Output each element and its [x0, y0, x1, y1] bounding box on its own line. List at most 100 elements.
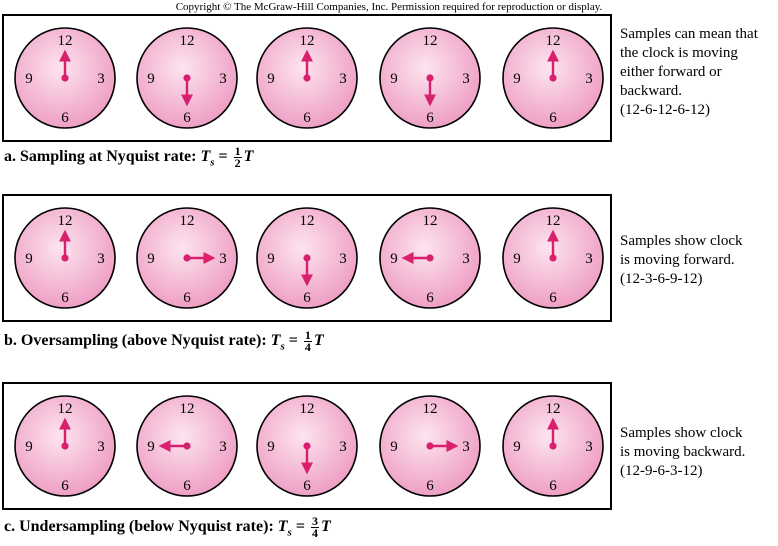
clock-pivot	[549, 74, 557, 82]
ts-symbol: T	[270, 332, 281, 350]
clock-number-right: 3	[462, 251, 470, 267]
note-line: the clock is moving	[620, 45, 738, 61]
clock-number-right: 3	[339, 439, 347, 455]
clock-number-left: 9	[25, 439, 33, 455]
clock-number-top: 12	[180, 33, 195, 49]
clock-number-right: 3	[585, 439, 593, 455]
clock-pivot	[183, 442, 191, 450]
note-line: (12-3-6-9-12)	[620, 271, 703, 287]
clock-pivot	[183, 74, 191, 82]
clock-number-right: 3	[97, 439, 105, 455]
clock-number-top: 12	[58, 401, 73, 417]
note-line: Samples show clock	[620, 233, 743, 249]
clock-number-right: 3	[219, 251, 227, 267]
fraction-denominator: 4	[311, 526, 318, 540]
clock-number-left: 9	[147, 251, 155, 267]
clock-number-bottom: 6	[426, 478, 434, 494]
clock-number-bottom: 6	[61, 110, 69, 126]
clock-number-bottom: 6	[549, 110, 557, 126]
clock-pivot	[426, 74, 434, 82]
clock-number-left: 9	[25, 251, 33, 267]
period-symbol: T	[313, 332, 324, 350]
clock-number-bottom: 6	[549, 478, 557, 494]
copyright-notice: Copyright © The McGraw-Hill Companies, I…	[175, 1, 603, 13]
clock-number-right: 3	[585, 71, 593, 87]
clock-number-bottom: 6	[549, 290, 557, 306]
clock-number-right: 3	[97, 251, 105, 267]
note-line: is moving forward.	[620, 252, 735, 268]
clock-number-left: 9	[147, 71, 155, 87]
clock-number-left: 9	[390, 251, 398, 267]
caption-text: b. Oversampling (above Nyquist rate):	[4, 332, 271, 350]
clock-number-top: 12	[300, 33, 315, 49]
clock-number-right: 3	[462, 71, 470, 87]
ts-symbol: T	[277, 518, 288, 536]
ts-subscript: s	[287, 526, 292, 539]
caption-text: c. Undersampling (below Nyquist rate):	[4, 518, 278, 536]
clock-pivot	[549, 254, 557, 262]
period-symbol: T	[320, 518, 331, 536]
note-undersampling: Samples show clock is moving backward. (…	[620, 424, 778, 481]
fraction-denominator: 2	[234, 156, 241, 170]
clock-number-right: 3	[339, 71, 347, 87]
clock-number-bottom: 6	[61, 290, 69, 306]
clock-number-bottom: 6	[303, 290, 311, 306]
clock-number-top: 12	[546, 401, 561, 417]
clock-number-left: 9	[267, 439, 275, 455]
clock-number-top: 12	[300, 213, 315, 229]
clock-number-right: 3	[462, 439, 470, 455]
clock-number-right: 3	[219, 439, 227, 455]
clock-number-right: 3	[339, 251, 347, 267]
note-line: (12-6-12-6-12)	[620, 102, 710, 118]
equals-sign: =	[291, 518, 309, 536]
clock-number-bottom: 6	[303, 110, 311, 126]
ts-subscript: s	[210, 156, 215, 169]
clock-number-top: 12	[58, 213, 73, 229]
clock-number-right: 3	[97, 71, 105, 87]
clock-number-bottom: 6	[183, 478, 191, 494]
clock-pivot	[303, 254, 311, 262]
caption-oversampling: b. Oversampling (above Nyquist rate): Ts…	[4, 329, 324, 356]
clock: 12 3 6 9	[14, 207, 116, 309]
period-symbol: T	[243, 148, 254, 166]
clock-number-left: 9	[25, 71, 33, 87]
clock-number-left: 9	[267, 251, 275, 267]
clock-number-top: 12	[546, 33, 561, 49]
clock-number-left: 9	[147, 439, 155, 455]
note-line: Samples show clock	[620, 425, 743, 441]
note-line: (12-9-6-3-12)	[620, 463, 703, 479]
clock-pivot	[183, 254, 191, 262]
caption-undersampling: c. Undersampling (below Nyquist rate): T…	[4, 515, 331, 542]
clock-number-top: 12	[180, 401, 195, 417]
clock-number-top: 12	[546, 213, 561, 229]
clock-number-bottom: 6	[61, 478, 69, 494]
clock-number-left: 9	[390, 71, 398, 87]
clock-pivot	[549, 442, 557, 450]
clock-number-left: 9	[267, 71, 275, 87]
clock-number-bottom: 6	[426, 290, 434, 306]
clock-number-right: 3	[585, 251, 593, 267]
clock: 12 3 6 9	[136, 395, 238, 497]
clock-number-top: 12	[300, 401, 315, 417]
clock-number-top: 12	[423, 213, 438, 229]
clock-pivot	[303, 442, 311, 450]
clock: 12 3 6 9	[379, 207, 481, 309]
clock-number-top: 12	[423, 33, 438, 49]
note-line: either forward or	[620, 64, 722, 80]
note-line: is moving backward.	[620, 444, 746, 460]
clock: 12 3 6 9	[256, 27, 358, 129]
note-line: backward.	[620, 83, 683, 99]
